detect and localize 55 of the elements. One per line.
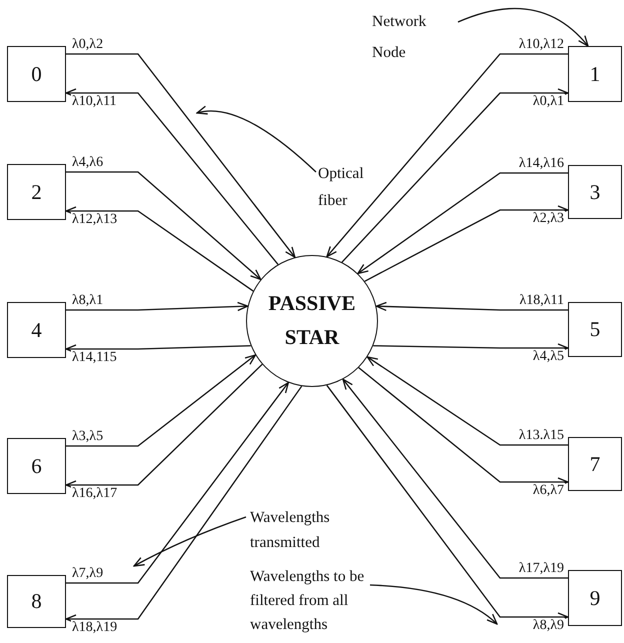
edge-label: λ3,λ5 (71, 429, 104, 445)
leader-line (458, 8, 589, 47)
edge-label: λ18,λ19 (71, 620, 118, 636)
edge-label: λ16,λ17 (71, 486, 118, 502)
fiber-arrow (326, 53, 568, 258)
node-box: 5 (568, 302, 622, 357)
fiber-arrow (66, 354, 256, 447)
edge-label: λ14,λ16 (518, 156, 565, 172)
edge-label: λ4,λ5 (532, 349, 565, 365)
fiber-arrow (65, 386, 302, 624)
fiber-arrow (357, 172, 568, 274)
node-box: 9 (568, 570, 622, 626)
node-box: 4 (7, 302, 66, 358)
fiber-arrow (65, 344, 251, 354)
leader-line (196, 106, 316, 172)
edge-label: λ4,λ6 (71, 155, 104, 171)
node-box: 8 (7, 575, 66, 628)
node-box: 1 (568, 46, 622, 102)
fiber-arrow (364, 205, 569, 282)
callout-text: Optical fiber (318, 160, 388, 214)
callout-text: Wavelengths to be filtered from all wavelengths (250, 565, 370, 637)
callout-text: Network Node (372, 6, 452, 68)
fiber-arrow (65, 88, 278, 265)
fiber-arrow (366, 356, 568, 446)
edge-label: λ12,λ13 (71, 212, 118, 228)
fiber-arrow (65, 206, 254, 292)
fiber-arrow (66, 302, 248, 312)
edge-label: λ10,λ11 (71, 94, 118, 110)
edge-label: λ0,λ1 (532, 94, 565, 110)
node-box: 7 (568, 437, 622, 491)
star-coupler-circle: PASSIVE STAR (246, 255, 378, 387)
leader-line (370, 584, 498, 625)
fiber-arrow (66, 53, 296, 258)
node-box: 6 (7, 438, 66, 494)
leader-line (133, 516, 246, 567)
edge-label: λ7,λ9 (71, 566, 104, 582)
edge-label: λ2,λ3 (532, 211, 565, 227)
edge-label: λ18,λ11 (518, 293, 565, 309)
callout-text: Wavelengths transmitted (250, 505, 360, 555)
edge-label: λ8,λ9 (532, 618, 565, 634)
edge-label: λ17,λ19 (518, 561, 565, 577)
node-box: 3 (568, 165, 622, 219)
fiber-arrow (66, 382, 289, 584)
fiber-arrow (342, 378, 568, 579)
edge-label: λ8,λ1 (71, 293, 104, 309)
edge-label: λ6,λ7 (532, 483, 565, 499)
node-box: 2 (7, 164, 66, 220)
fiber-arrow (341, 88, 569, 263)
fiber-arrow (376, 302, 568, 312)
edge-label: λ14,115 (71, 350, 118, 366)
edge-label: λ0,λ2 (71, 37, 104, 53)
node-box: 0 (7, 46, 66, 102)
fiber-arrow (66, 171, 262, 280)
fiber-arrow (65, 364, 263, 490)
edge-label: λ10,λ12 (518, 37, 565, 53)
